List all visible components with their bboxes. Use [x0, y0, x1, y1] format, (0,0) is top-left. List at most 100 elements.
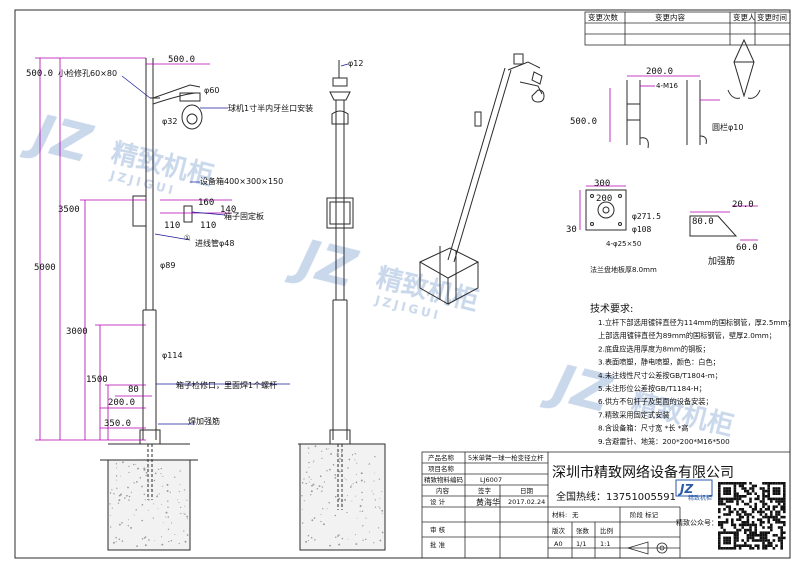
qr-module [770, 515, 773, 519]
concrete-dot [321, 450, 323, 452]
qr-module [762, 497, 765, 501]
concrete-dot [152, 517, 154, 519]
qr-module [777, 497, 781, 501]
concrete-dot [162, 522, 164, 524]
qr-module [725, 518, 729, 521]
concrete-dot [183, 530, 185, 532]
qr-module [780, 508, 783, 511]
qr-module [725, 547, 729, 550]
qr-module [767, 505, 770, 508]
qr-module [728, 513, 731, 516]
tech-title: 技术要求: [590, 302, 633, 315]
qr-module [744, 510, 747, 514]
dim-d114: φ114 [162, 351, 183, 360]
qr-module [767, 544, 770, 547]
qr-module [759, 518, 763, 521]
concrete-dot [115, 536, 117, 539]
concrete-dot [122, 461, 124, 464]
concrete-dot [160, 473, 162, 475]
concrete-dot [148, 539, 150, 541]
qr-module [751, 523, 755, 527]
rev-header-time: 变更时间 [757, 12, 787, 22]
qr-module [733, 482, 737, 485]
concrete-dot [352, 483, 354, 485]
concrete-dot [184, 540, 187, 543]
concrete-dot [130, 526, 133, 529]
qr-module [741, 484, 744, 488]
qr-module [751, 484, 755, 488]
qr-module [746, 521, 750, 524]
concrete-dot [133, 514, 135, 516]
concrete-dot [338, 497, 341, 500]
qr-module [767, 497, 770, 501]
qr-module [770, 523, 773, 527]
qr-module [754, 544, 757, 547]
qr-module [733, 487, 737, 490]
concrete-dot [362, 525, 364, 527]
concrete-dot [128, 495, 131, 498]
qr-module [767, 531, 770, 534]
concrete-dot [310, 494, 312, 496]
qr-module [736, 534, 739, 537]
qr-module [783, 497, 786, 501]
concrete-dot [368, 462, 370, 464]
concrete-dot [124, 497, 126, 499]
tech-line: 上部选用镀锌直径为89mm的国标钢管，壁厚2.0mm； [598, 331, 776, 340]
concrete-dot [186, 534, 189, 536]
concrete-dot [160, 536, 163, 538]
concrete-dot [310, 536, 313, 539]
concrete-dot [305, 471, 308, 473]
concrete-dot [178, 491, 180, 493]
concrete-dot [130, 491, 133, 493]
concrete-dot [179, 470, 181, 472]
qr-module [749, 492, 752, 495]
qr-module [767, 495, 770, 498]
qr-module [777, 526, 781, 529]
qr-module [738, 515, 742, 519]
concrete-dot [336, 483, 339, 486]
qr-module [770, 513, 773, 516]
qr-module [746, 544, 750, 547]
qr-module [728, 510, 731, 514]
concrete-dot [371, 490, 373, 492]
qr-module [767, 541, 770, 545]
qr-module [783, 531, 786, 534]
qr-module [718, 523, 721, 527]
concrete-dot [341, 537, 344, 540]
qr-module [733, 497, 737, 501]
qr-module [772, 515, 776, 519]
qr-module [770, 482, 773, 485]
qr-module [783, 502, 786, 506]
qr-module [728, 497, 731, 501]
qr-module [762, 505, 765, 508]
qr-module [759, 513, 763, 516]
qr-module [718, 521, 721, 524]
concrete-dot [337, 535, 339, 537]
qr-module [744, 544, 747, 547]
qr-module [754, 492, 757, 495]
tech-line: 4.未注线性尺寸公差按GB/T1804-m； [598, 371, 722, 380]
concrete-dot [313, 460, 315, 462]
qr-module [783, 492, 786, 495]
qr-module [757, 518, 760, 521]
qr-module [718, 487, 721, 490]
qr-module [757, 539, 760, 542]
tb-wechat: 精致公众号： [676, 518, 718, 527]
dim-h3000: 3000 [66, 327, 88, 337]
concrete-dot [156, 495, 158, 498]
concrete-dot [147, 509, 149, 511]
qr-module [744, 531, 747, 534]
qr-module [720, 523, 724, 527]
qr-module [777, 513, 781, 516]
qr-module [751, 536, 755, 540]
qr-module [741, 508, 744, 511]
concrete-dot [301, 481, 304, 484]
qr-module [757, 547, 760, 550]
label-rib: 加强筋 [708, 255, 735, 267]
watermark-logo: JZ [18, 101, 98, 176]
qr-module [775, 489, 778, 493]
qr-module [751, 539, 755, 542]
concrete-dot [128, 499, 130, 501]
qr-module [759, 487, 763, 490]
